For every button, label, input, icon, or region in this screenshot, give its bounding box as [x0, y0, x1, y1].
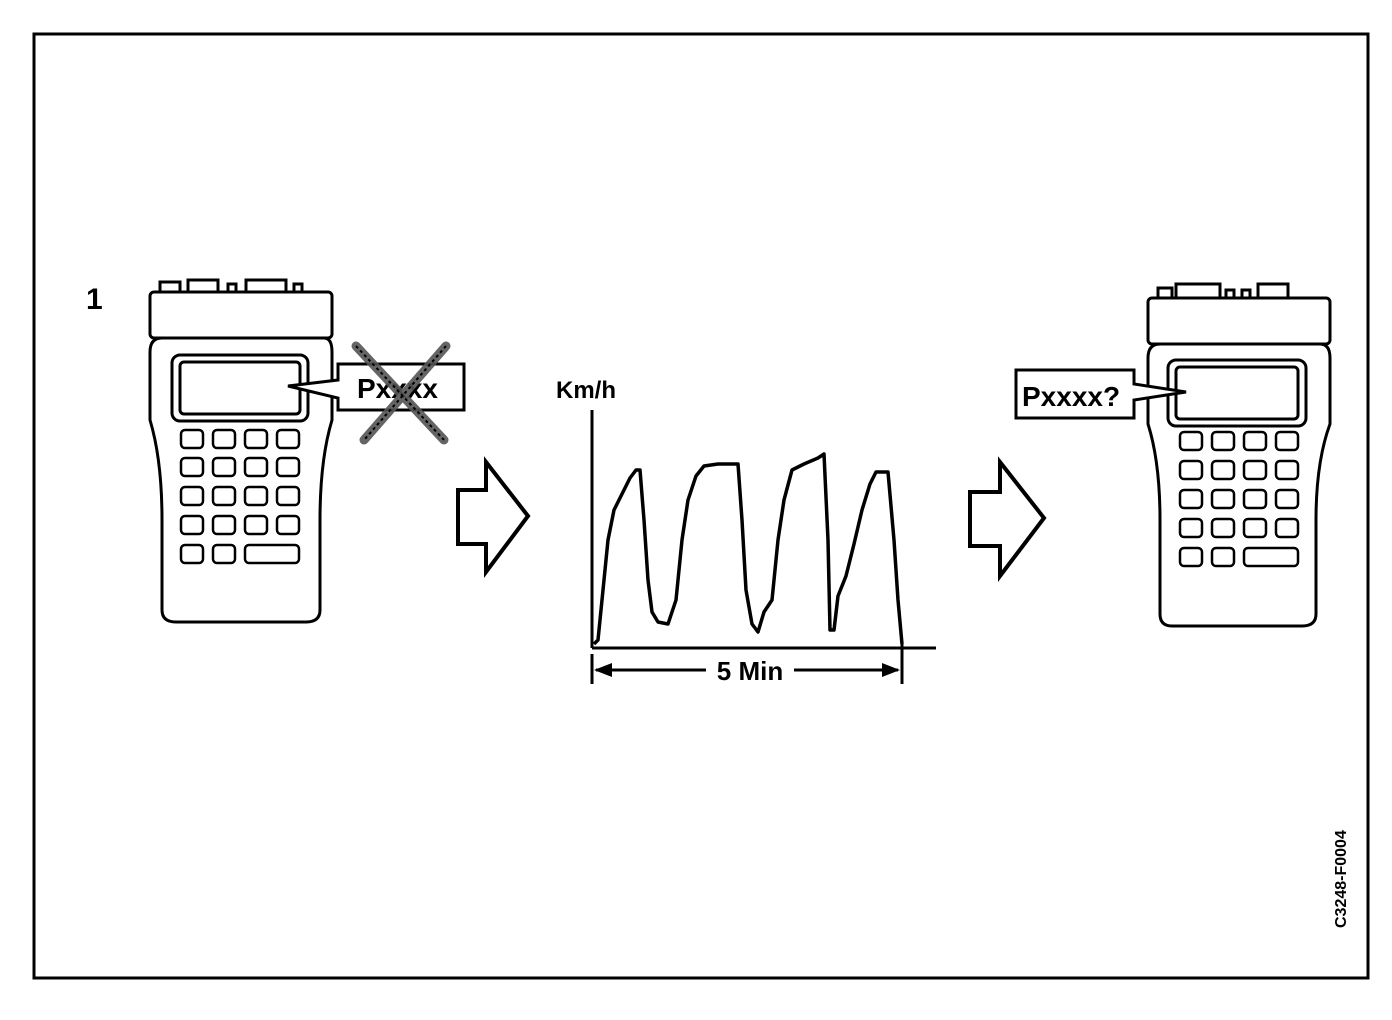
right-callout-code: Pxxxx?: [1022, 381, 1120, 412]
left-scan-tool-icon: [148, 278, 334, 624]
duration-label: 5 Min: [717, 656, 783, 686]
right-scan-tool-icon: [1146, 282, 1332, 628]
right-callout-bubble: Pxxxx?: [1014, 368, 1187, 420]
step-number: 1: [86, 283, 103, 316]
arrow-right-icon: [456, 456, 531, 578]
figure-code: C3248-F0004: [1333, 830, 1350, 928]
speed-graph: Km/h 5 Min: [556, 377, 936, 686]
speed-trace: [592, 452, 904, 646]
figure-frame: [32, 32, 1370, 980]
y-axis-label: Km/h: [556, 377, 616, 404]
arrow-right-icon: [968, 456, 1047, 582]
